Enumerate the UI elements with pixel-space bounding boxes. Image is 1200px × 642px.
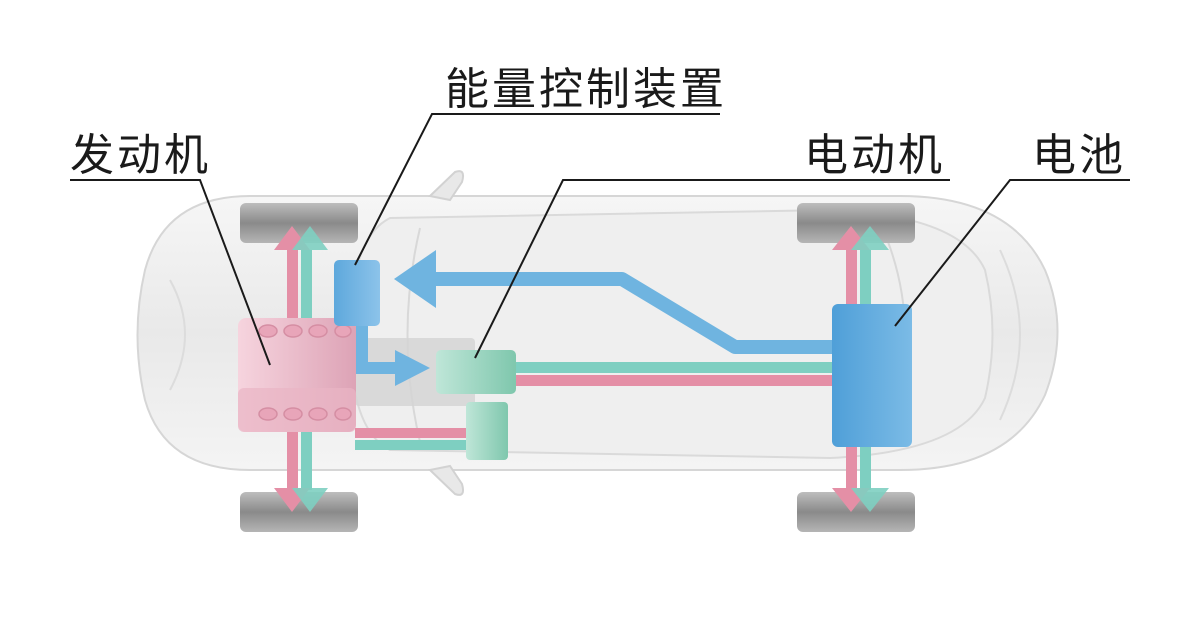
tires — [240, 203, 915, 532]
battery-block — [832, 304, 912, 447]
tire-rear-left — [797, 203, 915, 243]
leader-energy-control — [354, 113, 720, 266]
ecu-to-motor-flow — [356, 326, 430, 386]
energy-control-label: 能量控制装置 — [445, 64, 727, 115]
tire-front-left — [240, 203, 358, 243]
energy-control-block — [334, 260, 380, 326]
motor-battery-flow — [516, 362, 834, 386]
battery-label: 电池 — [1032, 130, 1126, 181]
engine-block — [238, 318, 356, 432]
leader-lines — [70, 113, 1130, 366]
tire-front-right — [240, 492, 358, 532]
leader-motor — [474, 179, 950, 359]
battery-to-ecu-flow — [394, 250, 834, 354]
motor-block — [436, 350, 516, 460]
motor-label: 电动机 — [804, 130, 945, 181]
leader-engine — [70, 179, 271, 366]
leader-battery — [894, 179, 1130, 327]
tire-rear-right — [797, 492, 915, 532]
engine-label: 发动机 — [70, 130, 211, 181]
engine-motor-flow — [355, 428, 470, 450]
